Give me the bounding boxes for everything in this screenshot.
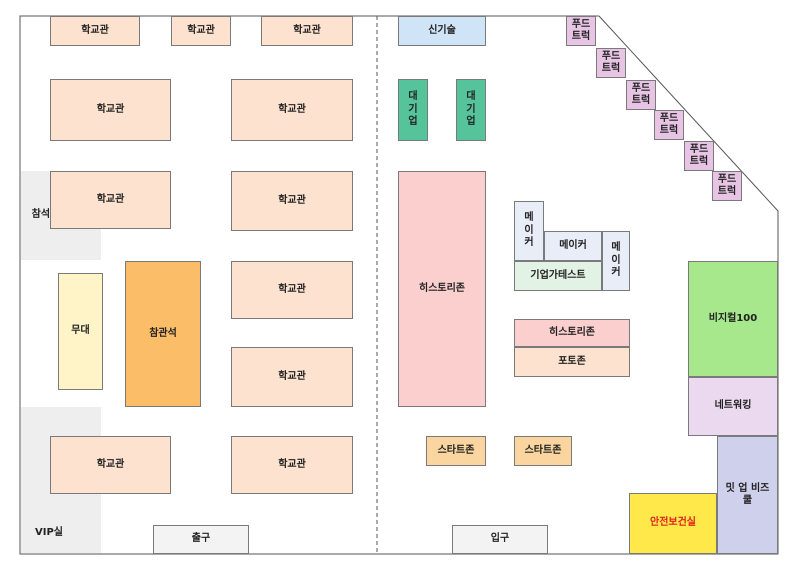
school-booth: 학교관 [261, 16, 353, 46]
corporation-booth: 대기업 [398, 79, 428, 141]
new-tech-booth: 신기술 [398, 16, 486, 46]
stage: 무대 [58, 273, 103, 390]
history-zone-small: 히스토리존 [514, 319, 630, 347]
food-truck: 푸드 트럭 [626, 80, 656, 110]
school-booth: 학교관 [231, 347, 353, 407]
school-booth: 학교관 [50, 171, 171, 229]
food-truck: 푸드 트럭 [684, 141, 714, 171]
school-booth: 학교관 [171, 16, 231, 46]
startup-zone: 스타트존 [514, 436, 572, 466]
food-truck: 푸드 트럭 [712, 171, 742, 201]
school-booth: 학교관 [231, 436, 353, 494]
school-booth: 학교관 [50, 16, 140, 46]
meetup-bizcool-zone: 밋 업 비즈쿨 [717, 436, 778, 554]
startup-zone: 스타트존 [426, 436, 486, 466]
photo-zone: 포토존 [514, 347, 630, 377]
school-booth: 학교관 [50, 436, 171, 494]
school-booth: 학교관 [50, 79, 171, 141]
networking-zone: 네트워킹 [688, 377, 778, 436]
food-truck: 푸드 트럭 [566, 16, 596, 46]
entrance: 입구 [452, 525, 548, 554]
maker-booth: 메이커 [602, 231, 630, 291]
school-booth: 학교관 [231, 261, 353, 319]
visual-100-zone: 비지컬100 [688, 261, 778, 377]
corp-test-booth: 기업가테스트 [514, 261, 602, 291]
maker-booth: 메이커 [514, 201, 544, 261]
history-zone-large: 히스토리존 [398, 171, 486, 407]
school-booth: 학교관 [231, 79, 353, 141]
corporation-booth: 대기업 [456, 79, 486, 141]
safety-health-room: 안전보건실 [629, 493, 717, 554]
exit: 출구 [153, 525, 249, 554]
maker-booth: 메이커 [544, 231, 602, 261]
food-truck: 푸드 트럭 [596, 48, 626, 78]
food-truck: 푸드 트럭 [654, 110, 684, 140]
school-booth: 학교관 [231, 171, 353, 231]
audience-seating: 참관석 [125, 261, 201, 407]
